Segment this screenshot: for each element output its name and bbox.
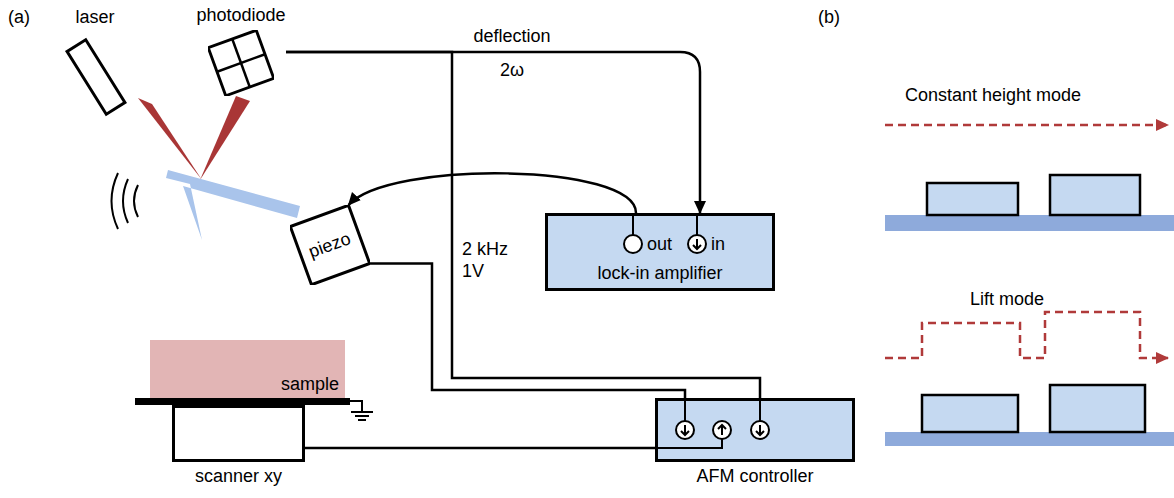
sample-label: sample (281, 373, 339, 395)
vibration-waves (112, 173, 139, 229)
reflected-beam (200, 96, 250, 180)
port-label: out (647, 233, 672, 255)
afm-controller: AFM controller (655, 398, 855, 488)
substrate (885, 215, 1174, 231)
constant-height-path (885, 124, 1168, 127)
component-symbol (50, 32, 140, 122)
laser-source: laser (50, 6, 140, 122)
device-name: scanner xy (195, 465, 282, 487)
mode-title: Constant height mode (905, 84, 1081, 106)
signal-label-box: 2 kHz 1V (462, 238, 512, 282)
mode-title: Lift mode (970, 288, 1044, 310)
sample-plate (135, 398, 350, 405)
lock-in-amplifier: out in lock-in amplifier (545, 213, 775, 291)
signal-label: deflection 2ω (473, 26, 550, 80)
io-connectors (655, 398, 855, 462)
photodiode-detector: photodiode (196, 4, 286, 96)
substrate (885, 432, 1174, 446)
device-name: lock-in amplifier (597, 262, 722, 284)
signal-wire (286, 52, 700, 213)
sample-block (922, 395, 1018, 432)
device-name: AFM controller (696, 465, 813, 487)
sample: sample (150, 340, 345, 398)
panel-letter: (b) (818, 6, 840, 28)
ground-symbol (350, 401, 373, 420)
signal-wire (305, 447, 655, 450)
component-label: photodiode (196, 4, 286, 26)
xy-scanner: scanner xy (172, 405, 305, 488)
port-label: in (711, 233, 725, 255)
device-box (655, 398, 855, 462)
signal-wire (349, 173, 637, 213)
panel-letter: (a) (8, 6, 30, 28)
laser-beam (138, 98, 202, 180)
component-symbol (208, 30, 274, 96)
signal-label-box: deflection 2ω (470, 19, 554, 87)
piezo-actuator: piezo (290, 205, 370, 285)
sample-block (1050, 175, 1140, 215)
signal-label: 2 kHz 1V (462, 239, 508, 281)
sample-block (927, 183, 1018, 215)
sample-block (1050, 385, 1145, 432)
lift-mode-path (885, 312, 1168, 358)
device-box (172, 405, 305, 462)
cantilever (166, 170, 300, 240)
component-label: laser (50, 6, 140, 28)
